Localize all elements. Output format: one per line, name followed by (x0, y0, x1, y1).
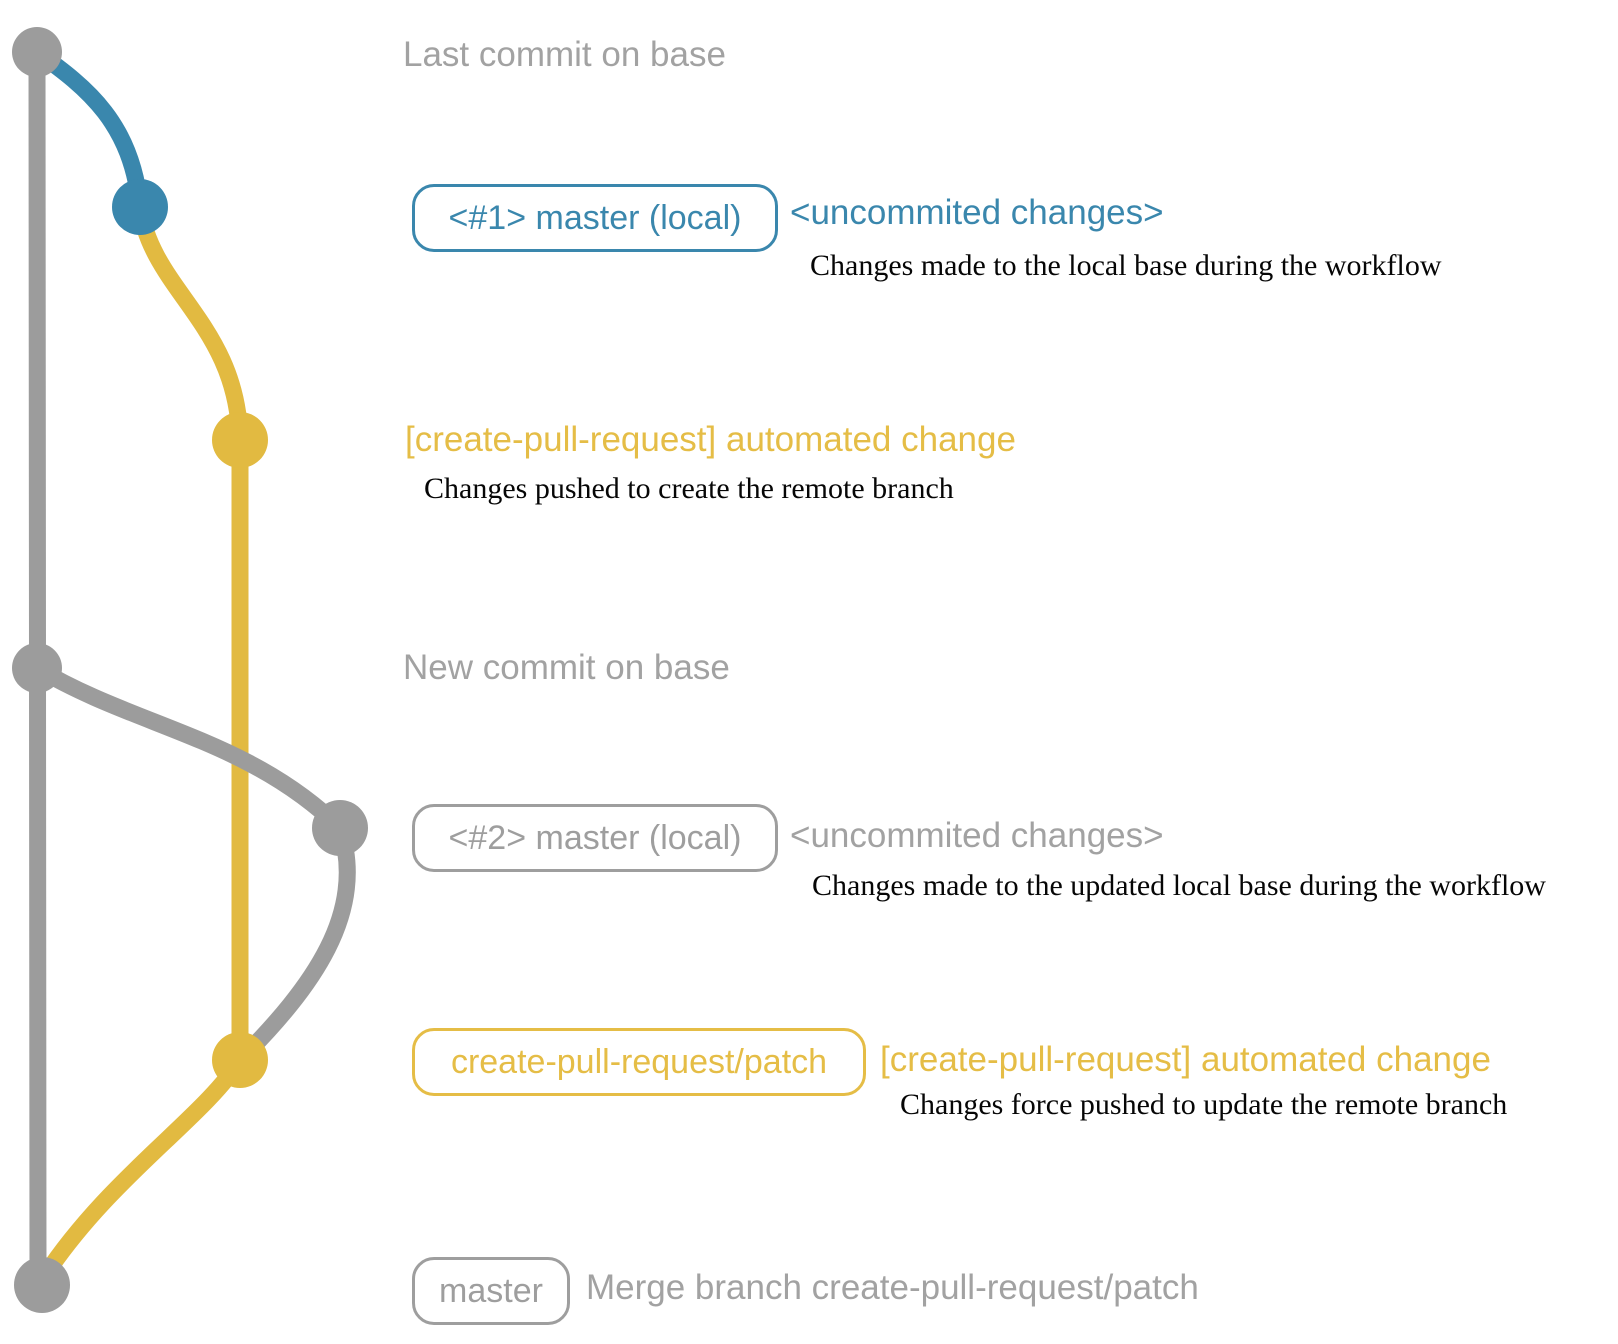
branch-label-create-pull-request-patch: create-pull-request/patch (412, 1028, 866, 1096)
commit-dot-patch-2 (212, 1032, 268, 1088)
commit-message-merge: Merge branch create-pull-request/patch (586, 1267, 1199, 1307)
commit-message-automated-change-1: [create-pull-request] automated change (405, 419, 1016, 459)
commit-dot-local-2 (312, 800, 368, 856)
commit-dot-merge (14, 1257, 70, 1313)
caption-last-commit-on-base: Last commit on base (403, 34, 726, 74)
rebase-branch-out-curve (28, 659, 349, 837)
tag-uncommited-changes-1: <uncommited changes> (790, 192, 1164, 232)
caption-new-commit-on-base: New commit on base (403, 647, 730, 687)
commit-message-automated-change-2: [create-pull-request] automated change (880, 1039, 1491, 1079)
commit-dot-new-base (12, 643, 62, 693)
description-push-1: Changes pushed to create the remote bran… (424, 472, 954, 505)
tag-uncommited-changes-2: <uncommited changes> (790, 815, 1164, 855)
patch-branch-curve (131, 198, 249, 454)
branch-label-master-local-1: <#1> master (local) (412, 184, 778, 252)
commit-dot-last-base (12, 27, 62, 77)
description-commit-1: Changes made to the local base during th… (810, 249, 1442, 282)
branch-label-master: master (412, 1257, 570, 1325)
rebase-branch-in-curve (231, 819, 356, 1069)
description-push-2: Changes force pushed to update the remot… (900, 1088, 1508, 1121)
description-commit-2: Changes made to the updated local base d… (812, 869, 1546, 902)
commit-dot-local-1 (112, 179, 168, 235)
branch-label-master-local-2: <#2> master (local) (412, 804, 778, 872)
merge-curve (33, 1051, 249, 1289)
commit-dot-patch-1 (212, 412, 268, 468)
